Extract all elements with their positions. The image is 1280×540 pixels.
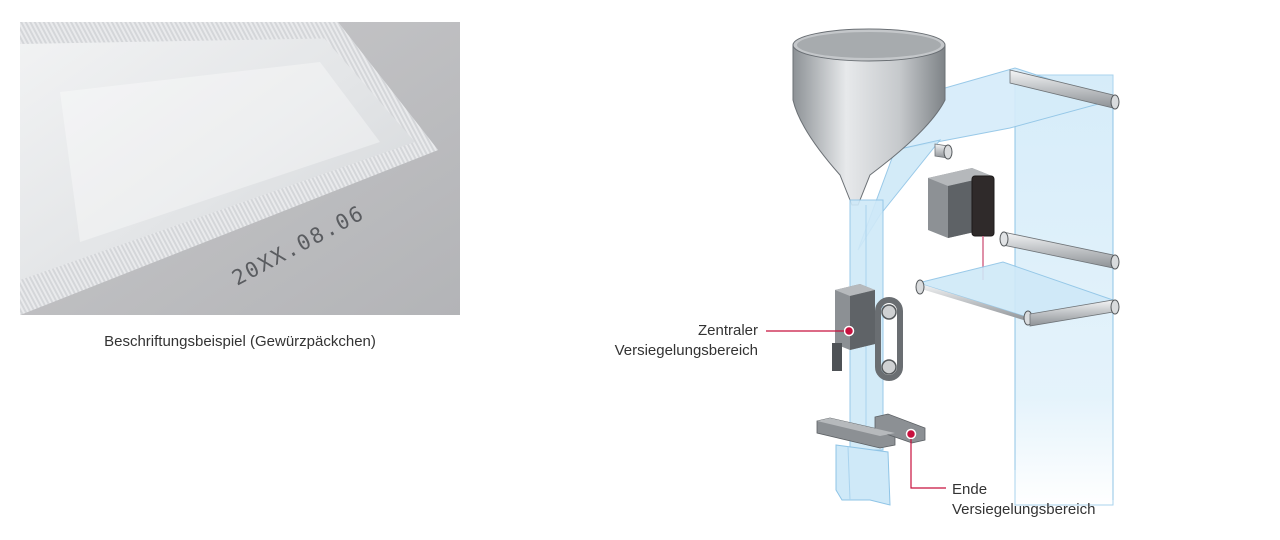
label-central-seal-line1: Zentraler [697, 322, 758, 339]
top-roller [1009, 69, 1120, 110]
label-end-seal-line1: Ende [952, 481, 988, 498]
formed-bag [835, 444, 891, 506]
label-end-seal-line2: Versiegelungsbereich [952, 501, 1096, 518]
label-central-seal-line2: Versiegelungsbereich [614, 342, 758, 359]
end-callout [905, 428, 946, 489]
guide-roller-upper [934, 143, 953, 160]
central-callout [766, 325, 855, 337]
label-end-seal: Ende Versiegelungsbereich [952, 480, 1095, 520]
hopper [792, 28, 946, 206]
lower-roller-right [1029, 299, 1120, 327]
middle-roller [999, 231, 1120, 270]
packaging-machine-diagram [766, 28, 1120, 506]
printer-head [928, 168, 995, 238]
photo-caption: Beschriftungsbeispiel (Gewürzpäckchen) [104, 333, 376, 350]
end-seal-marker [905, 428, 917, 440]
belt-drive [875, 297, 903, 381]
sachet-photo: 20XX.08.06 [20, 22, 460, 315]
label-central-seal: Zentraler Versiegelungsbereich [615, 321, 758, 361]
central-seal-marker [843, 325, 855, 337]
